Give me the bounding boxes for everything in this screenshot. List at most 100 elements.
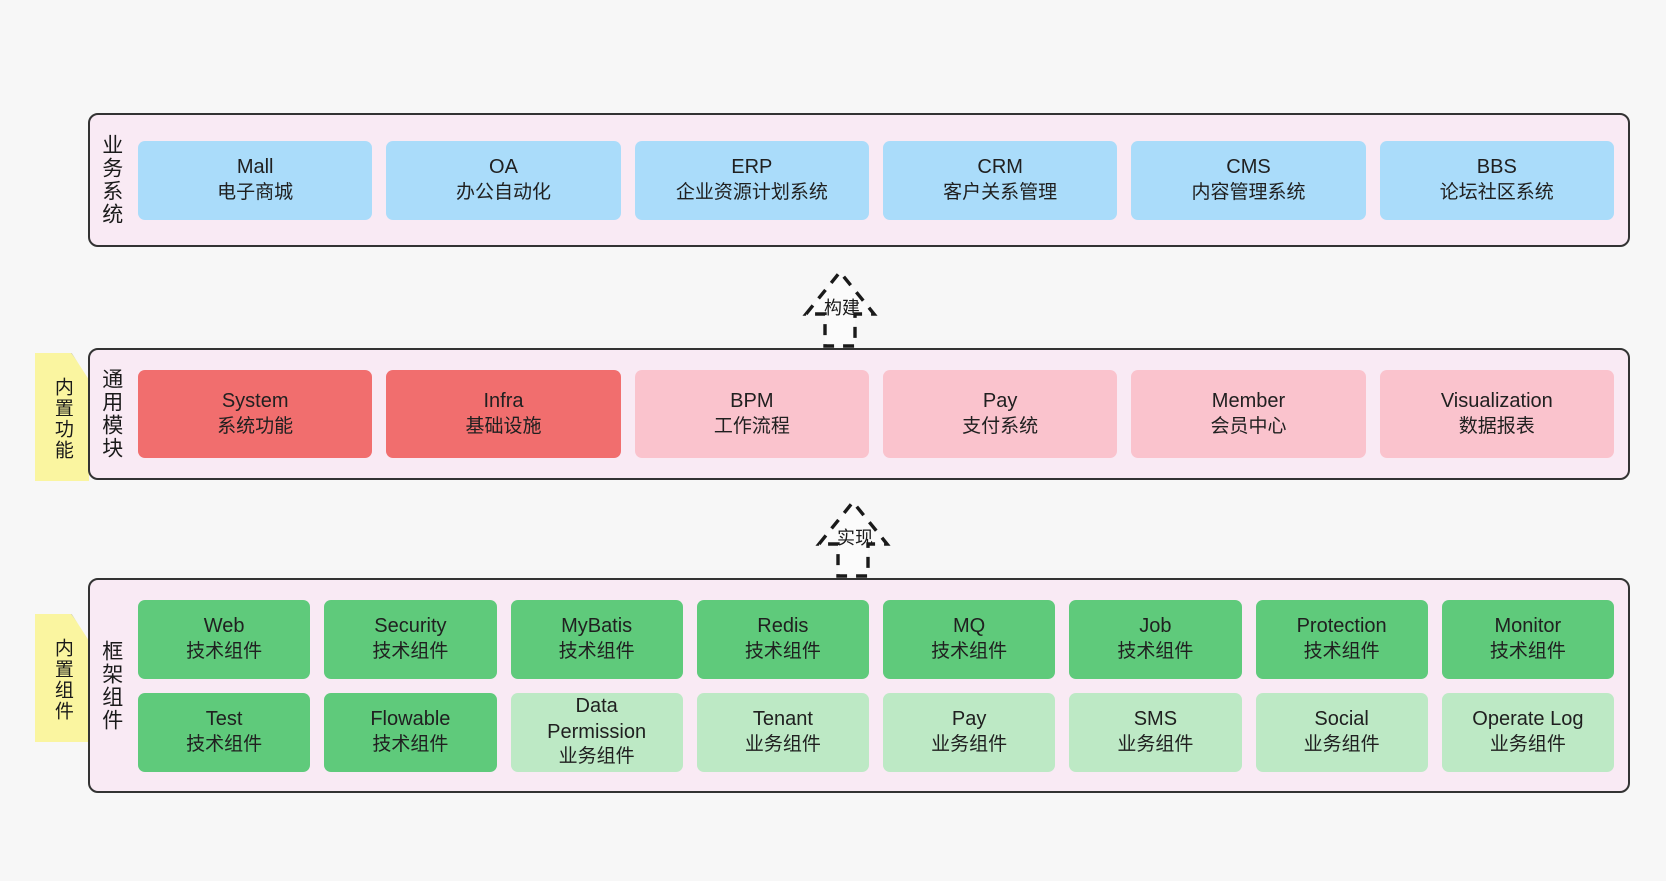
module-box-member-cn: 会员中心 (1210, 415, 1287, 437)
component-box-social[interactable]: Social 业务组件 (1255, 692, 1428, 772)
layer-common-modules-body: System 系统功能 Infra 基础设施 BPM 工作流程 Pay 支付系统… (132, 350, 1628, 478)
sticky-note-builtin-features: 内置功能 (35, 353, 89, 481)
component-box-data-permission-cn: 业务组件 (558, 746, 635, 768)
business-box-bbs-en: BBS (1476, 156, 1517, 179)
module-box-visualization-en: Visualization (1440, 390, 1553, 413)
module-box-infra-cn: 基础设施 (465, 415, 542, 437)
business-box-erp-en: ERP (731, 156, 773, 179)
component-box-redis[interactable]: Redis 技术组件 (696, 599, 869, 679)
component-box-mybatis[interactable]: MyBatis 技术组件 (510, 599, 683, 679)
component-box-redis-cn: 技术组件 (744, 640, 821, 662)
sticky-note-builtin-components-label: 内置组件 (51, 638, 73, 722)
component-box-data-permission[interactable]: Data Permission 业务组件 (510, 692, 683, 772)
business-box-crm[interactable]: CRM 客户关系管理 (882, 140, 1118, 220)
component-box-redis-en: Redis (757, 615, 809, 638)
business-box-cms[interactable]: CMS 内容管理系统 (1131, 140, 1366, 220)
module-box-visualization-cn: 数据报表 (1458, 415, 1535, 437)
connector-build-arrow-icon (802, 269, 878, 348)
connector-build-label: 构建 (824, 298, 860, 318)
framework-row-business: Test 技术组件 Flowable 技术组件 Data Permission … (138, 692, 1614, 772)
component-box-test-cn: 技术组件 (186, 733, 263, 755)
sticky-fold-icon (71, 353, 89, 377)
component-box-social-cn: 业务组件 (1303, 733, 1380, 755)
component-box-mq-cn: 技术组件 (931, 640, 1008, 662)
component-box-test[interactable]: Test 技术组件 (138, 692, 311, 772)
sticky-note-builtin-features-label: 内置功能 (51, 377, 73, 461)
component-box-tenant-en: Tenant (752, 708, 813, 731)
layer-common-modules: 通用模块 System 系统功能 Infra 基础设施 BPM 工作流程 Pay… (88, 348, 1630, 480)
component-box-job[interactable]: Job 技术组件 (1069, 599, 1242, 679)
component-box-web[interactable]: Web 技术组件 (138, 599, 311, 679)
component-box-web-en: Web (203, 615, 245, 638)
module-box-member[interactable]: Member 会员中心 (1131, 370, 1366, 458)
component-box-sms-cn: 业务组件 (1117, 733, 1194, 755)
component-box-operate-log-cn: 业务组件 (1489, 733, 1566, 755)
business-box-erp-cn: 企业资源计划系统 (675, 181, 828, 203)
component-box-pay-en: Pay (951, 708, 987, 731)
business-box-oa-en: OA (489, 156, 518, 179)
component-box-security[interactable]: Security 技术组件 (324, 599, 497, 679)
module-box-system[interactable]: System 系统功能 (138, 370, 373, 458)
component-box-tenant-cn: 业务组件 (744, 733, 821, 755)
module-box-infra-en: Infra (483, 390, 524, 413)
component-box-monitor-en: Monitor (1494, 615, 1562, 638)
component-box-job-cn: 技术组件 (1117, 640, 1194, 662)
component-box-sms[interactable]: SMS 业务组件 (1069, 692, 1242, 772)
component-box-pay-cn: 业务组件 (931, 733, 1008, 755)
business-box-mall-cn: 电子商城 (217, 181, 294, 203)
module-box-bpm-cn: 工作流程 (713, 415, 790, 437)
framework-row-technical: Web 技术组件 Security 技术组件 MyBatis 技术组件 Redi… (138, 599, 1614, 679)
component-box-protection[interactable]: Protection 技术组件 (1255, 599, 1428, 679)
component-box-flowable-en: Flowable (370, 708, 451, 731)
component-box-test-en: Test (205, 708, 243, 731)
sticky-note-builtin-components: 内置组件 (35, 614, 89, 742)
connector-implement-arrow-icon (815, 499, 891, 578)
component-box-protection-en: Protection (1296, 615, 1387, 638)
sticky-fold-icon (71, 614, 89, 638)
component-box-pay[interactable]: Pay 业务组件 (883, 692, 1056, 772)
component-box-flowable[interactable]: Flowable 技术组件 (324, 692, 497, 772)
business-box-oa-cn: 办公自动化 (455, 181, 551, 203)
component-box-monitor[interactable]: Monitor 技术组件 (1441, 599, 1614, 679)
component-box-social-en: Social (1314, 708, 1369, 731)
component-box-data-permission-en: Data Permission (547, 695, 647, 743)
module-box-bpm[interactable]: BPM 工作流程 (634, 370, 869, 458)
component-box-sms-en: SMS (1133, 708, 1178, 731)
business-box-crm-en: CRM (977, 156, 1023, 179)
business-box-oa[interactable]: OA 办公自动化 (386, 140, 621, 220)
business-box-crm-cn: 客户关系管理 (943, 181, 1058, 203)
module-box-pay-cn: 支付系统 (962, 415, 1039, 437)
component-box-mq-en: MQ (953, 615, 986, 638)
connector-implement: 实现 (763, 488, 943, 580)
layer-business-system: 业务系统 Mall 电子商城 OA 办公自动化 ERP 企业资源计划系统 CRM… (88, 113, 1630, 247)
connector-implement-label: 实现 (837, 528, 873, 548)
module-box-pay[interactable]: Pay 支付系统 (882, 370, 1118, 458)
module-box-system-en: System (221, 390, 289, 413)
component-box-flowable-cn: 技术组件 (372, 733, 449, 755)
component-box-mq[interactable]: MQ 技术组件 (883, 599, 1056, 679)
component-box-security-cn: 技术组件 (372, 640, 449, 662)
module-box-visualization[interactable]: Visualization 数据报表 (1379, 370, 1614, 458)
component-box-web-cn: 技术组件 (186, 640, 263, 662)
module-box-bpm-en: BPM (730, 390, 774, 413)
component-box-mybatis-cn: 技术组件 (558, 640, 635, 662)
business-box-bbs[interactable]: BBS 论坛社区系统 (1379, 140, 1614, 220)
component-box-security-en: Security (374, 615, 447, 638)
module-box-system-cn: 系统功能 (217, 415, 294, 437)
layer-common-modules-title: 通用模块 (99, 368, 123, 460)
layer-framework-components-title: 框架组件 (99, 639, 123, 732)
module-box-member-en: Member (1211, 390, 1286, 413)
component-box-operate-log[interactable]: Operate Log 业务组件 (1441, 692, 1614, 772)
business-box-cms-cn: 内容管理系统 (1191, 181, 1306, 203)
component-box-monitor-cn: 技术组件 (1489, 640, 1566, 662)
business-box-mall[interactable]: Mall 电子商城 (138, 140, 373, 220)
module-box-infra[interactable]: Infra 基础设施 (386, 370, 621, 458)
business-box-erp[interactable]: ERP 企业资源计划系统 (634, 140, 869, 220)
layer-framework-components-body: Web 技术组件 Security 技术组件 MyBatis 技术组件 Redi… (132, 580, 1628, 791)
business-box-mall-en: Mall (236, 156, 274, 179)
component-box-tenant[interactable]: Tenant 业务组件 (696, 692, 869, 772)
business-box-bbs-cn: 论坛社区系统 (1439, 181, 1554, 203)
layer-business-system-body: Mall 电子商城 OA 办公自动化 ERP 企业资源计划系统 CRM 客户关系… (132, 115, 1628, 245)
business-box-cms-en: CMS (1226, 156, 1271, 179)
